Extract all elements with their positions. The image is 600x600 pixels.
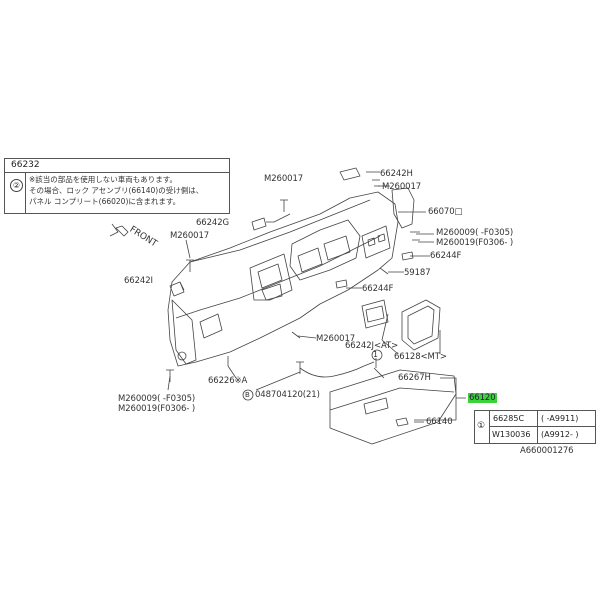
label-59187: 59187	[404, 268, 431, 278]
glove-box	[329, 369, 457, 445]
glove-box-damper-wire	[299, 361, 375, 378]
table-row-1-range: ( -A9911)	[541, 414, 579, 423]
note-marker: ②	[10, 179, 23, 192]
meter-hood	[289, 219, 361, 281]
table-row-2-range: (A9912- )	[541, 430, 579, 439]
label-M260017-center: M260017	[316, 334, 356, 344]
cover-66242H	[339, 167, 361, 181]
meter-opening-2	[323, 235, 351, 261]
tray-66128	[401, 299, 441, 351]
label-048704120: 048704120(21)	[255, 390, 320, 400]
note-line-1: ※該当の部品を使用しない車両もあります。	[29, 175, 178, 184]
marker-b-label: B	[245, 391, 250, 399]
meter-opening-1	[297, 247, 323, 273]
label-M260019-left: M260019(F0306- )	[118, 404, 196, 414]
label-66120: 66120	[468, 393, 497, 403]
label-M260019-right: M260019(F0306- )	[436, 238, 514, 248]
label-66244F-center: 66244F	[362, 284, 394, 294]
label-M260017-top: M260017	[264, 174, 304, 184]
label-66242I: 66242I	[124, 276, 153, 286]
parts-table: ① 66285C ( -A9911) W130036 (A9912- )	[474, 410, 596, 444]
note-header-row: 66232	[5, 159, 229, 173]
label-66128: 66128<MT>	[394, 352, 447, 362]
table-marker: ①	[477, 421, 486, 431]
label-M260009-right: M260009( -F0305)	[436, 228, 514, 238]
label-66244F-right: 66244F	[430, 251, 462, 261]
label-66070: 66070□	[428, 207, 463, 217]
label-M260009-left: M260009( -F0305)	[118, 394, 196, 404]
dashboard-top-ridge	[189, 199, 371, 263]
center-vent-2	[261, 283, 283, 301]
side-end-panel	[391, 187, 415, 229]
marker-1-circle	[371, 349, 383, 361]
label-66242H: 66242H	[380, 169, 413, 179]
note-box: 66232 ② ※該当の部品を使用しない車両もあります。 その場合、ロック アセ…	[4, 158, 230, 214]
label-M260017-right: M260017	[382, 182, 422, 192]
note-part-id: 66232	[11, 160, 40, 170]
marker-b-circle	[242, 389, 254, 401]
table-row-1-part: 66285C	[493, 414, 525, 423]
note-line-2: その場合、ロック アセンブリ(66140)の受け側は、	[29, 186, 204, 195]
label-66226: 66226※A	[208, 376, 248, 386]
center-vent-1	[257, 263, 283, 289]
label-66267H: 66267H	[398, 373, 431, 383]
front-arrow	[109, 223, 129, 237]
footer-code: A660001276	[520, 446, 574, 456]
label-66242G: 66242G	[196, 218, 230, 228]
left-vent	[199, 313, 223, 339]
label-M260017-left: M260017	[170, 231, 210, 241]
right-switch-panel	[361, 225, 391, 259]
label-66140: 66140	[426, 417, 453, 427]
left-lower-panel	[171, 299, 197, 365]
label-66120-highlight: 66120	[468, 393, 497, 403]
note-divider	[25, 172, 26, 213]
note-line-3: パネル コンプリート(66020)に含まれます。	[29, 197, 181, 206]
marker-1-label: 1	[373, 350, 378, 359]
dashboard-outline	[167, 191, 399, 367]
label-66242J: 66242J<AT>	[345, 341, 399, 351]
dashboard-lower-edge	[175, 235, 381, 319]
box-66242J	[361, 299, 389, 329]
table-row-2-part: W130036	[492, 430, 531, 439]
center-panel	[249, 253, 293, 301]
